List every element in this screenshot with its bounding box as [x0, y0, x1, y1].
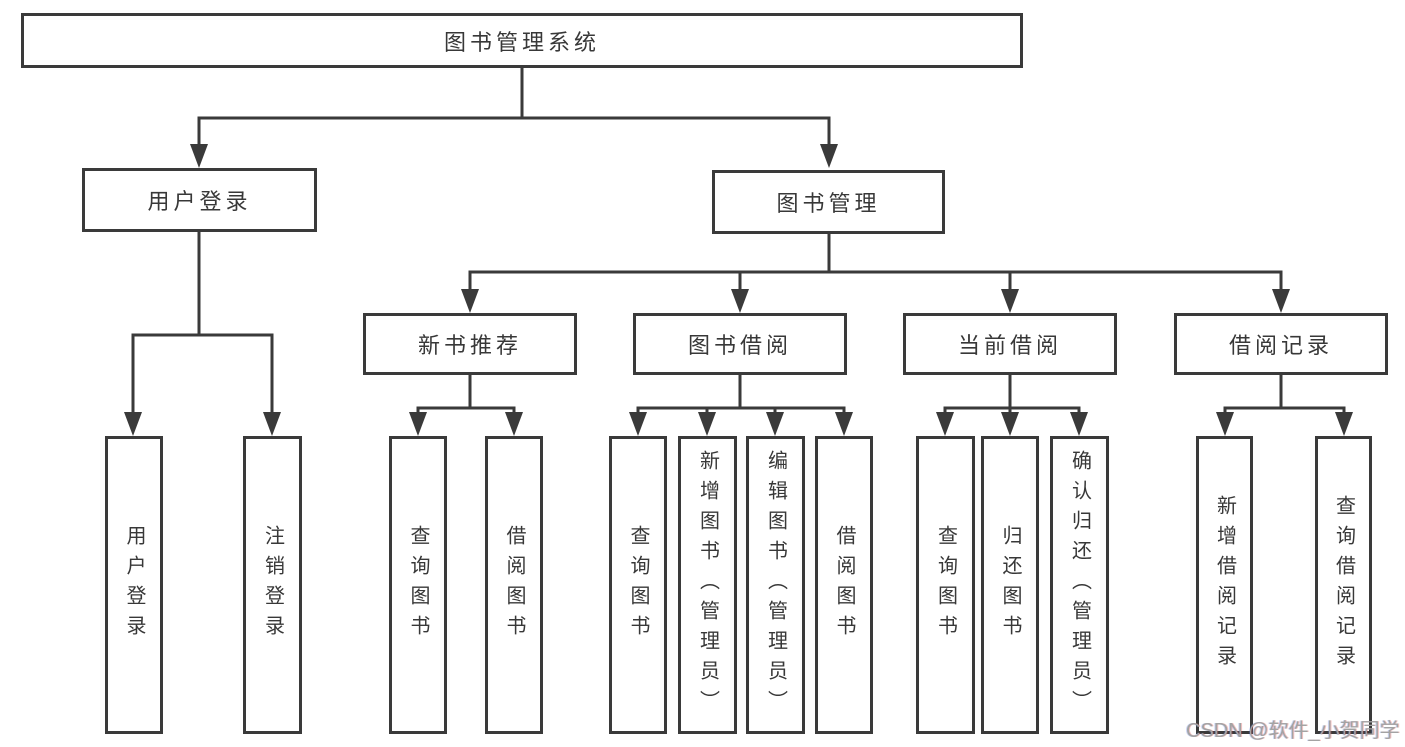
leaf-user-login: 用户登录 — [105, 436, 163, 734]
node-current-borrowing-label: 当前借阅 — [957, 333, 1062, 358]
node-user-login-branch-label: 用户登录 — [147, 189, 252, 214]
leaf-query-books-current-label: 查询图书 — [934, 525, 957, 645]
leaf-query-borrow-record-label: 查询借阅记录 — [1332, 495, 1355, 675]
node-book-borrowing-label: 图书借阅 — [687, 333, 792, 358]
leaf-user-login-label: 用户登录 — [123, 525, 145, 645]
csdn-watermark: CSDN @软件_小贺同学 — [1186, 720, 1400, 742]
leaf-query-books-current: 查询图书 — [916, 436, 975, 734]
node-book-borrowing: 图书借阅 — [633, 313, 847, 375]
leaf-logout: 注销登录 — [243, 436, 302, 734]
leaf-logout-label: 注销登录 — [261, 525, 284, 645]
leaf-borrow-books-recommend-label: 借阅图书 — [503, 525, 525, 645]
leaf-edit-book-admin-label: 编辑图书（管理员） — [764, 450, 787, 720]
leaf-return-book-label: 归还图书 — [999, 525, 1021, 645]
leaf-query-books-borrowing: 查询图书 — [609, 436, 667, 734]
node-new-book-recommendation: 新书推荐 — [363, 313, 577, 375]
leaf-borrow-books-borrowing-label: 借阅图书 — [833, 525, 855, 645]
leaf-confirm-return-admin-label: 确认归还（管理员） — [1068, 450, 1091, 720]
leaf-add-book-admin-label: 新增图书（管理员） — [696, 450, 719, 720]
node-borrowing-records-label: 借阅记录 — [1228, 333, 1333, 358]
leaf-add-borrow-record: 新增借阅记录 — [1196, 436, 1253, 734]
node-root-system: 图书管理系统 — [21, 13, 1023, 68]
node-root-system-label: 图书管理系统 — [443, 29, 600, 55]
node-current-borrowing: 当前借阅 — [903, 313, 1117, 375]
node-book-management-branch: 图书管理 — [712, 170, 945, 234]
leaf-edit-book-admin: 编辑图书（管理员） — [746, 436, 805, 734]
node-borrowing-records: 借阅记录 — [1174, 313, 1388, 375]
leaf-add-book-admin: 新增图书（管理员） — [678, 436, 737, 734]
leaf-confirm-return-admin: 确认归还（管理员） — [1050, 436, 1109, 734]
leaf-add-borrow-record-label: 新增借阅记录 — [1213, 495, 1236, 675]
node-new-book-recommendation-label: 新书推荐 — [417, 333, 522, 358]
leaf-query-books-borrowing-label: 查询图书 — [627, 525, 649, 645]
leaf-query-books-recommend-label: 查询图书 — [407, 525, 429, 645]
leaf-query-books-recommend: 查询图书 — [389, 436, 447, 734]
leaf-borrow-books-borrowing: 借阅图书 — [815, 436, 873, 734]
leaf-query-borrow-record: 查询借阅记录 — [1315, 436, 1372, 734]
leaf-borrow-books-recommend: 借阅图书 — [485, 436, 543, 734]
leaf-return-book: 归还图书 — [981, 436, 1039, 734]
node-user-login-branch: 用户登录 — [82, 168, 317, 232]
node-book-management-branch-label: 图书管理 — [776, 191, 881, 216]
